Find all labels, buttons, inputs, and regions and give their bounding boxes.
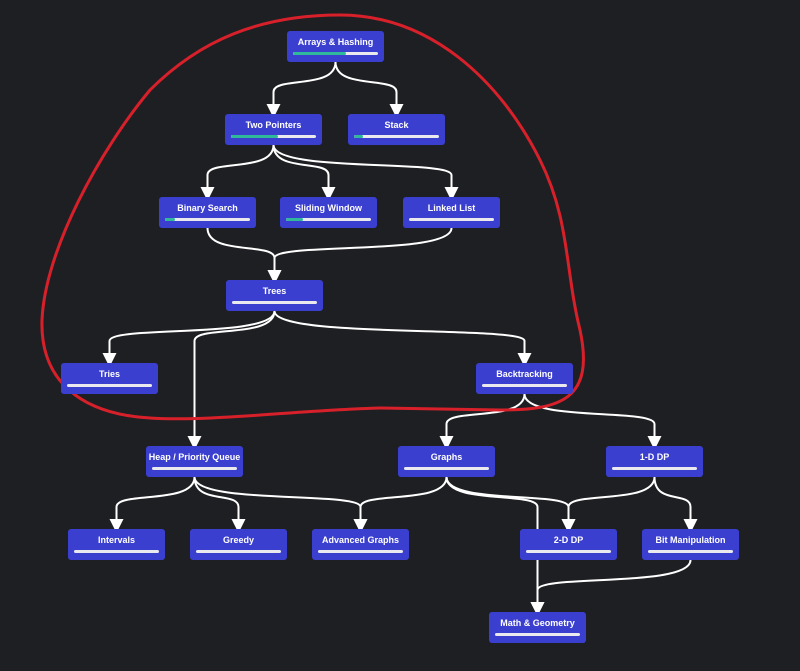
- node-linked-list[interactable]: Linked List: [403, 197, 500, 228]
- progress-bar: [231, 135, 316, 138]
- node-dp-1d[interactable]: 1-D DP: [606, 446, 703, 477]
- node-greedy[interactable]: Greedy: [190, 529, 287, 560]
- edge-arrays-to-stack: [334, 61, 404, 118]
- progress-bar: [232, 301, 317, 304]
- edge-dp-1d-to-dp-2d: [561, 476, 656, 533]
- edge-bit-manipulation-to-math-geometry: [530, 559, 692, 616]
- edge-arrays-to-two-pointers: [266, 61, 337, 118]
- progress-bar: [409, 218, 494, 221]
- node-arrays[interactable]: Arrays & Hashing: [287, 31, 384, 62]
- node-label: Bit Manipulation: [655, 535, 726, 545]
- edge-binary-search-to-trees: [206, 227, 282, 284]
- node-label: Sliding Window: [295, 203, 362, 213]
- progress-bar: [67, 384, 152, 387]
- node-label: Linked List: [427, 203, 476, 213]
- node-sliding-window[interactable]: Sliding Window: [280, 197, 377, 228]
- edge-two-pointers-to-sliding-window: [272, 144, 336, 201]
- progress-bar: [526, 550, 611, 553]
- node-heap[interactable]: Heap / Priority Queue: [146, 446, 243, 477]
- progress-bar: [482, 384, 567, 387]
- edge-backtracking-to-graphs: [439, 393, 526, 450]
- edge-trees-to-backtracking: [273, 310, 532, 367]
- node-label: Heap / Priority Queue: [148, 452, 241, 462]
- node-bit-manipulation[interactable]: Bit Manipulation: [642, 529, 739, 560]
- node-backtracking[interactable]: Backtracking: [476, 363, 573, 394]
- edge-heap-to-advanced-graphs: [193, 476, 368, 533]
- edge-layer: [102, 61, 698, 616]
- node-intervals[interactable]: Intervals: [68, 529, 165, 560]
- node-label: Tries: [98, 369, 120, 379]
- progress-fill: [286, 218, 303, 221]
- edge-heap-to-intervals: [109, 476, 196, 533]
- progress-bar: [354, 135, 439, 138]
- node-label: Graphs: [430, 452, 463, 462]
- edge-two-pointers-to-linked-list: [272, 144, 459, 201]
- node-advanced-graphs[interactable]: Advanced Graphs: [312, 529, 409, 560]
- node-label: 2-D DP: [553, 535, 584, 545]
- edge-two-pointers-to-binary-search: [200, 144, 275, 201]
- node-stack[interactable]: Stack: [348, 114, 445, 145]
- node-label: Two Pointers: [245, 120, 302, 130]
- edge-graphs-to-advanced-graphs: [353, 476, 448, 533]
- progress-bar: [318, 550, 403, 553]
- node-label: Trees: [262, 286, 287, 296]
- node-label: Intervals: [97, 535, 136, 545]
- node-binary-search[interactable]: Binary Search: [159, 197, 256, 228]
- node-label: Backtracking: [496, 369, 553, 379]
- progress-bar: [286, 218, 371, 221]
- progress-bar: [495, 633, 580, 636]
- edge-graphs-to-dp-2d: [445, 476, 576, 533]
- node-label: Advanced Graphs: [321, 535, 400, 545]
- progress-bar: [612, 467, 697, 470]
- edge-backtracking-to-dp-1d: [523, 393, 662, 450]
- progress-fill: [293, 52, 346, 55]
- node-label: Greedy: [222, 535, 255, 545]
- node-two-pointers[interactable]: Two Pointers: [225, 114, 322, 145]
- progress-bar: [152, 467, 237, 470]
- progress-fill: [354, 135, 363, 138]
- node-dp-2d[interactable]: 2-D DP: [520, 529, 617, 560]
- edge-heap-to-greedy: [193, 476, 246, 533]
- progress-fill: [165, 218, 176, 221]
- progress-fill: [231, 135, 278, 138]
- edge-linked-list-to-trees: [267, 227, 453, 284]
- node-label: Stack: [384, 120, 409, 130]
- edge-trees-to-heap: [187, 310, 276, 450]
- red-circle-annotation: [40, 13, 585, 421]
- progress-bar: [404, 467, 489, 470]
- edge-trees-to-tries: [102, 310, 276, 367]
- progress-bar: [293, 52, 378, 55]
- node-graphs[interactable]: Graphs: [398, 446, 495, 477]
- edge-dp-1d-to-bit-manipulation: [653, 476, 698, 533]
- progress-bar: [74, 550, 159, 553]
- progress-bar: [196, 550, 281, 553]
- node-trees[interactable]: Trees: [226, 280, 323, 311]
- edge-graphs-to-math-geometry: [445, 476, 545, 616]
- node-label: Math & Geometry: [500, 618, 575, 628]
- node-label: Binary Search: [177, 203, 238, 213]
- node-math-geometry[interactable]: Math & Geometry: [489, 612, 586, 643]
- progress-bar: [648, 550, 733, 553]
- progress-bar: [165, 218, 250, 221]
- node-label: 1-D DP: [639, 452, 670, 462]
- node-tries[interactable]: Tries: [61, 363, 158, 394]
- node-label: Arrays & Hashing: [297, 37, 374, 47]
